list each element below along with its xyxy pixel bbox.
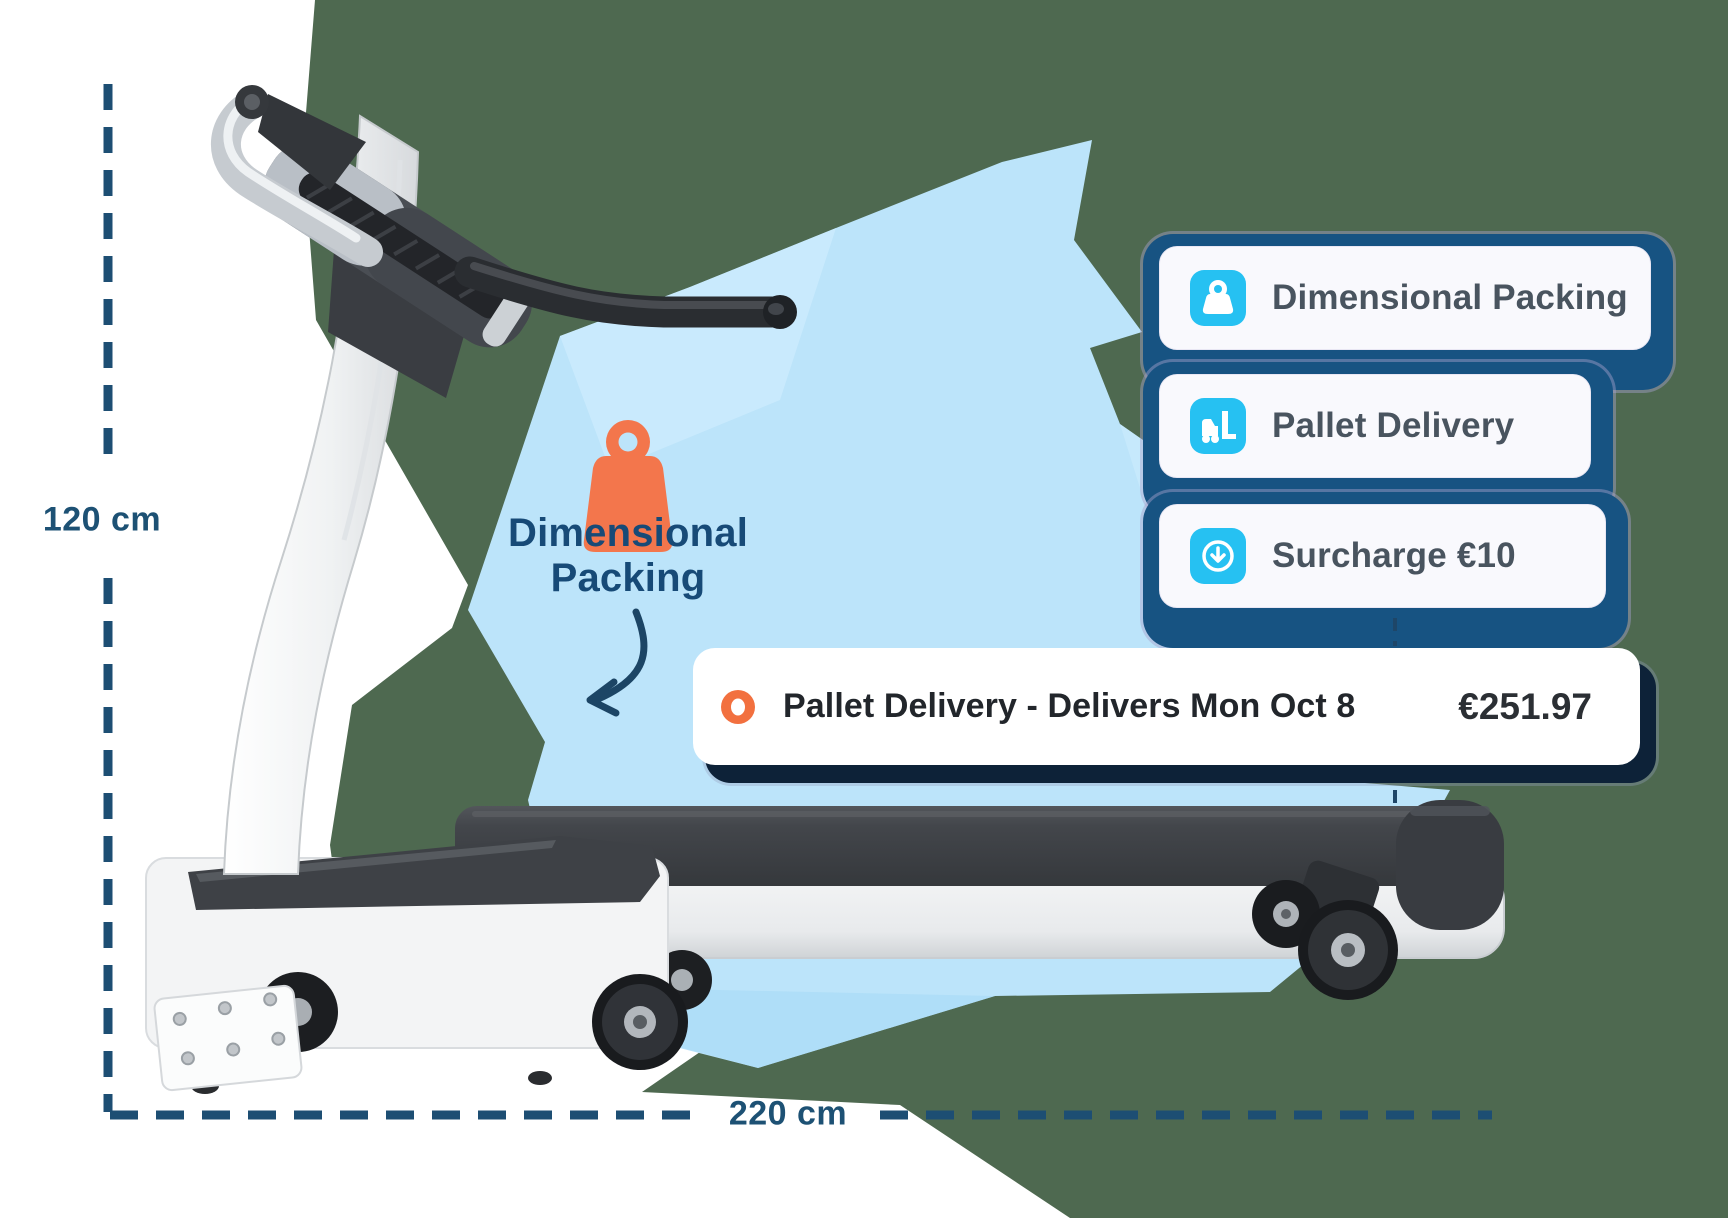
shipping-quote-row[interactable]: Pallet Delivery - Delivers Mon Oct 8 €25… — [693, 648, 1656, 783]
annotation-line-2: Packing — [550, 556, 706, 600]
width-dimension-label: 220 cm — [728, 1094, 848, 1133]
height-dimension-label: 120 cm — [42, 500, 162, 539]
badge-pallet-delivery[interactable]: Pallet Delivery — [1143, 362, 1613, 518]
forklift-icon — [1190, 398, 1246, 454]
selected-option-icon[interactable] — [719, 688, 757, 726]
badge-label: Pallet Delivery — [1272, 406, 1515, 445]
treadmill-graphic — [145, 85, 1505, 1094]
annotation-line-1: Dimensional — [507, 511, 749, 556]
badge-dimensional-packing[interactable]: Dimensional Packing — [1143, 234, 1673, 390]
surcharge-down-arrow-icon — [1190, 528, 1246, 584]
package-weight-icon — [1190, 270, 1246, 326]
dimension-lines — [103, 84, 1492, 1120]
badge-label: Dimensional Packing — [1272, 278, 1628, 317]
badge-label: Surcharge €10 — [1272, 536, 1516, 575]
weight-icon — [583, 420, 673, 552]
quote-price: €251.97 — [1458, 685, 1592, 727]
badge-surcharge[interactable]: Surcharge €10 — [1143, 492, 1628, 648]
quote-label: Pallet Delivery - Delivers Mon Oct 8 — [783, 687, 1356, 725]
callout-arrow — [586, 608, 648, 717]
dimensional-packing-annotation: Dimensional Packing — [508, 511, 748, 601]
